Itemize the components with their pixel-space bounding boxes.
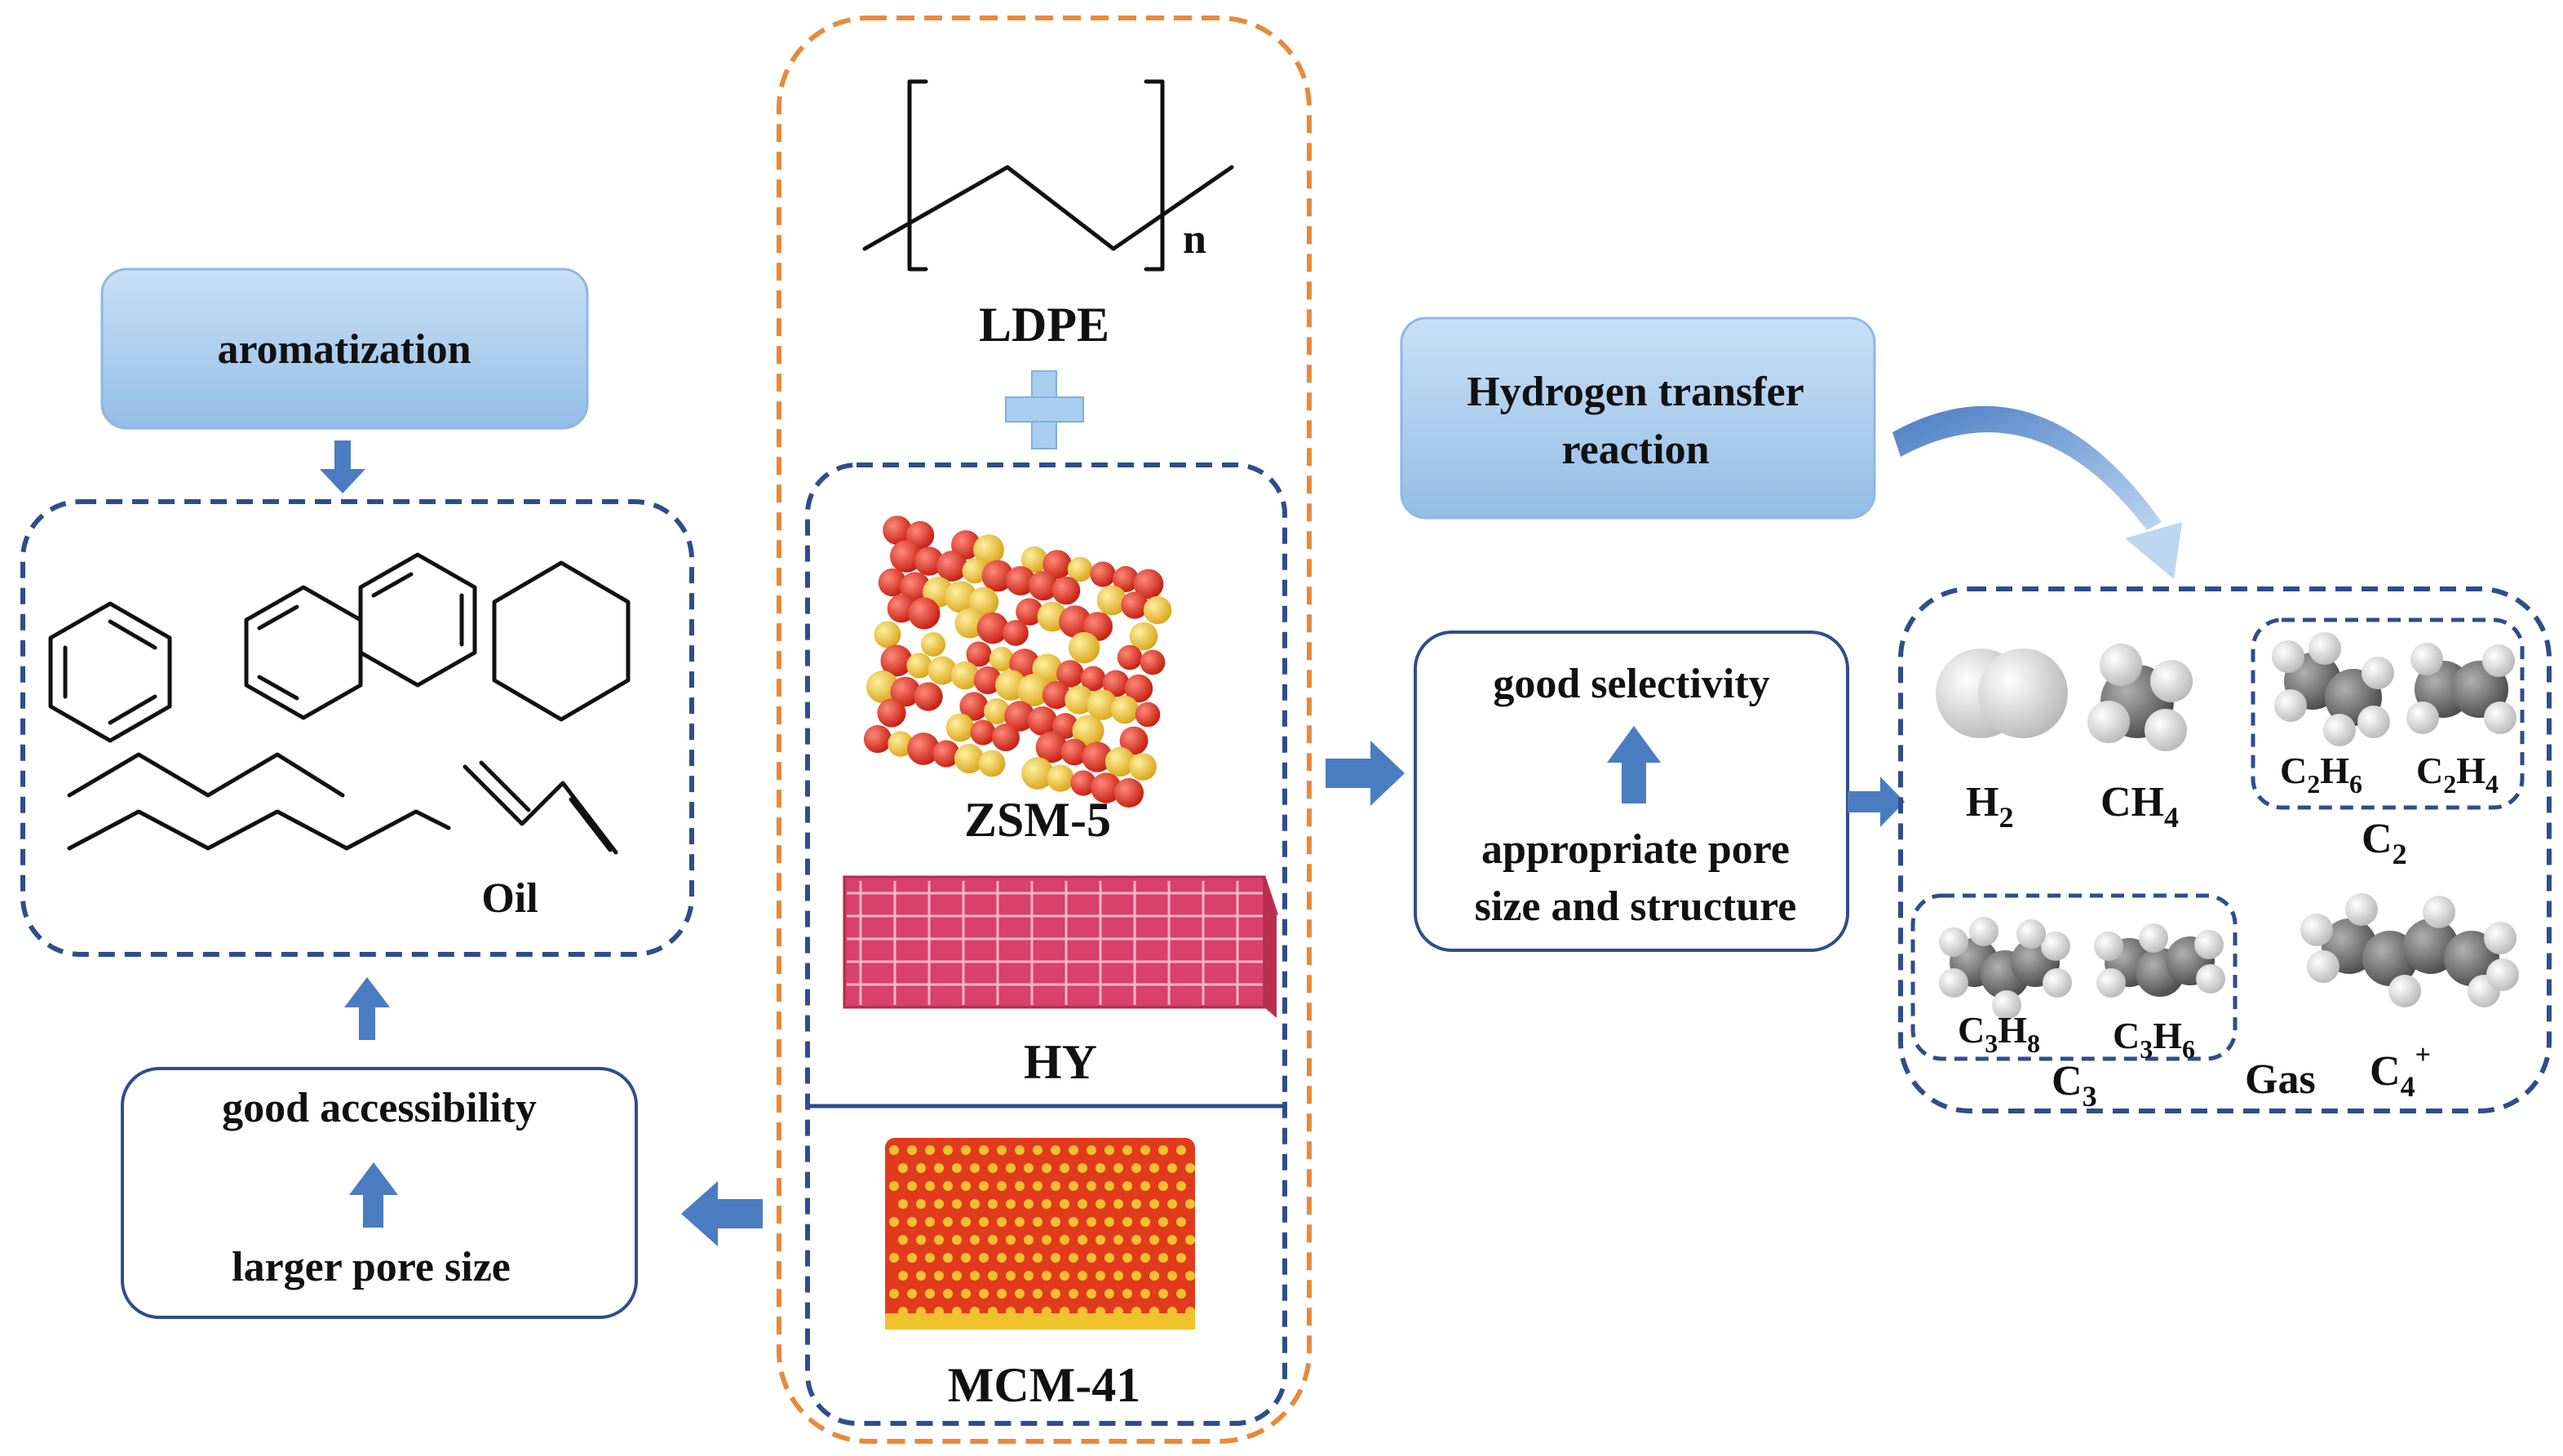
mcm-41-structure-image — [885, 1138, 1195, 1330]
hydrogen-transfer-label-line2: reaction — [1562, 427, 1710, 473]
ch4-label: CH4 — [2100, 779, 2179, 834]
c2h4-molecule-image — [2406, 643, 2517, 734]
c3h8-label: C3H8 — [1958, 1009, 2040, 1058]
arrow-to-gas-panel — [1848, 777, 1905, 827]
up-arrow-accessibility — [349, 1162, 398, 1228]
aromatization-box — [100, 268, 589, 430]
arrow-to-left-panel — [681, 1181, 763, 1246]
down-arrow-aromatization — [320, 440, 365, 493]
c2h6-molecule-image — [2272, 632, 2394, 746]
catalyst-dashed-box — [805, 462, 1287, 1426]
larger-pore-size-label: larger pore size — [232, 1244, 511, 1290]
c3-group-label: C3 — [2052, 1058, 2097, 1113]
plus-icon — [1005, 370, 1084, 449]
naphthalene-structure — [244, 552, 477, 720]
hydrogen-transfer-box — [1400, 316, 1876, 520]
gas-products-dashed-box — [1898, 586, 2552, 1113]
oil-products-dashed-box — [20, 499, 694, 957]
appropriate-pore-label-line2: size and structure — [1475, 883, 1797, 930]
c3h6-label: C3H6 — [2113, 1015, 2195, 1064]
zsm-5-label: ZSM-5 — [964, 793, 1111, 847]
c3-group-dashed-box — [1910, 893, 2238, 1061]
oil-label: Oil — [481, 875, 538, 922]
hydrogen-transfer-label-line1: Hydrogen transfer — [1467, 369, 1804, 415]
c3h6-molecule-image — [2094, 923, 2225, 998]
benzene-structure — [48, 601, 172, 743]
good-accessibility-label: good accessibility — [222, 1085, 537, 1131]
cyclohexane-structure — [492, 560, 631, 722]
up-arrow-to-oil — [344, 977, 390, 1040]
butadiene-structure — [463, 760, 618, 855]
h2-molecule-image — [1936, 648, 2068, 738]
good-selectivity-label: good selectivity — [1493, 661, 1769, 707]
c2h6-label: C2H6 — [2280, 750, 2362, 799]
ldpe-structure — [862, 79, 1234, 272]
c4plus-molecule-image — [2300, 893, 2519, 1007]
ch4-molecule-image — [2087, 644, 2193, 751]
octane-structure — [67, 809, 451, 851]
ldpe-label: LDPE — [979, 298, 1109, 352]
hy-structure-image — [842, 875, 1279, 1018]
h2-label: H2 — [1966, 779, 2013, 834]
c2h4-label: C2H4 — [2416, 750, 2499, 799]
mcm-41-label: MCM-41 — [948, 1358, 1141, 1412]
ldpe-repeat-n: n — [1183, 216, 1206, 263]
curved-arrow-to-gas — [1892, 405, 2182, 579]
c2-group-dashed-box — [2251, 617, 2525, 810]
c4plus-label: C4+ — [2370, 1040, 2431, 1103]
zsm-5-structure-image — [863, 516, 1172, 808]
c3h8-molecule-image — [1939, 917, 2072, 1020]
hexane-structure — [67, 752, 345, 798]
up-arrow-selectivity — [1607, 726, 1661, 803]
appropriate-pore-label-line1: appropriate pore — [1481, 826, 1790, 873]
center-orange-dashed-frame — [777, 15, 1312, 1444]
gas-label: Gas — [2245, 1056, 2316, 1103]
arrow-to-right-panel — [1326, 741, 1405, 806]
aromatization-label: aromatization — [218, 326, 471, 373]
hy-label: HY — [1024, 1035, 1097, 1089]
c2-group-label: C2 — [2362, 816, 2407, 870]
